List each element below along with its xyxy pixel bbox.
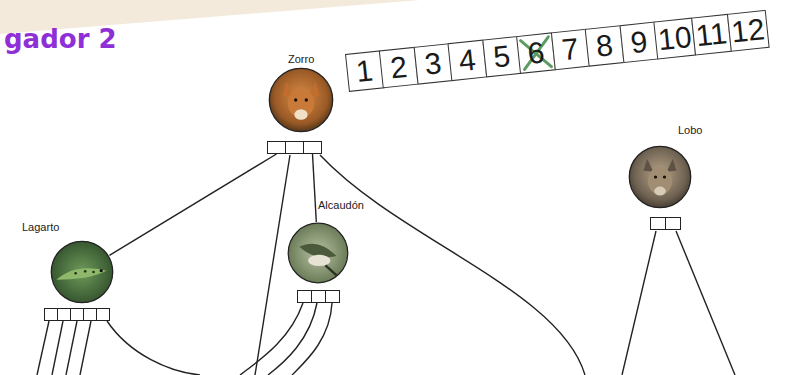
animal-name: Lagarto bbox=[22, 221, 59, 234]
turn-number: 1 bbox=[354, 53, 374, 88]
turn-number: 6 bbox=[526, 35, 546, 70]
energy-slot bbox=[311, 290, 326, 303]
number-cell: 5 bbox=[482, 36, 522, 78]
number-cell: 10 bbox=[653, 18, 696, 60]
animal-photo bbox=[268, 67, 334, 133]
web-line bbox=[676, 231, 735, 375]
number-cell: 3 bbox=[413, 43, 453, 85]
web-line bbox=[52, 321, 63, 375]
web-line bbox=[255, 155, 290, 375]
energy-slot bbox=[297, 290, 312, 303]
animal-photo bbox=[287, 222, 349, 284]
web-line bbox=[66, 321, 77, 375]
energy-slot bbox=[665, 217, 681, 230]
animal-node: Zorro bbox=[268, 67, 334, 133]
web-line bbox=[80, 321, 91, 375]
animal-node: Lagarto bbox=[50, 240, 114, 304]
animal-photo bbox=[628, 145, 692, 209]
energy-slot bbox=[303, 141, 322, 154]
turn-number: 12 bbox=[730, 12, 767, 48]
animal-node: Lobo bbox=[628, 145, 692, 209]
number-cell: 12 bbox=[726, 10, 769, 52]
turn-number: 7 bbox=[560, 32, 580, 67]
energy-slot bbox=[83, 308, 97, 321]
animal-name: Zorro bbox=[288, 53, 314, 66]
turn-number: 11 bbox=[694, 16, 728, 52]
number-strip: 123456 789101112 bbox=[346, 10, 770, 92]
turn-number: 10 bbox=[656, 20, 693, 56]
energy-slot bbox=[70, 308, 84, 321]
animal-photo bbox=[50, 240, 114, 304]
web-line bbox=[240, 303, 303, 375]
web-line bbox=[320, 155, 585, 375]
turn-number: 9 bbox=[629, 25, 649, 60]
web-line bbox=[622, 231, 656, 375]
number-cell: 1 bbox=[345, 50, 385, 92]
number-cell: 8 bbox=[585, 25, 625, 67]
turn-number: 4 bbox=[457, 43, 477, 78]
animal-name: Alcaudón bbox=[318, 199, 364, 212]
energy-slot bbox=[650, 217, 666, 230]
turn-number: 2 bbox=[389, 50, 409, 85]
number-cell: 6 bbox=[516, 32, 556, 74]
energy-slot bbox=[267, 141, 286, 154]
web-line bbox=[292, 303, 332, 375]
energy-slot bbox=[325, 290, 340, 303]
player-heading: gador 2 bbox=[4, 24, 117, 54]
animal-node: Alcaudón bbox=[287, 222, 349, 284]
food-link bbox=[109, 154, 276, 255]
number-cell: 2 bbox=[379, 47, 419, 89]
energy-slot bbox=[285, 141, 304, 154]
web-line bbox=[107, 321, 200, 375]
turn-number: 5 bbox=[492, 39, 512, 74]
energy-slot bbox=[96, 308, 110, 321]
number-cell: 4 bbox=[447, 40, 487, 82]
number-cell: 11 bbox=[691, 14, 732, 56]
energy-slot bbox=[44, 308, 58, 321]
food-link bbox=[313, 154, 317, 222]
animal-name: Lobo bbox=[678, 124, 702, 137]
number-cell: 7 bbox=[550, 29, 590, 71]
number-cell: 9 bbox=[619, 22, 659, 64]
web-line bbox=[268, 303, 317, 375]
food-web-lines bbox=[37, 155, 735, 375]
turn-number: 8 bbox=[594, 28, 614, 63]
turn-number: 3 bbox=[423, 46, 443, 81]
energy-slot bbox=[57, 308, 71, 321]
web-line bbox=[37, 321, 49, 375]
